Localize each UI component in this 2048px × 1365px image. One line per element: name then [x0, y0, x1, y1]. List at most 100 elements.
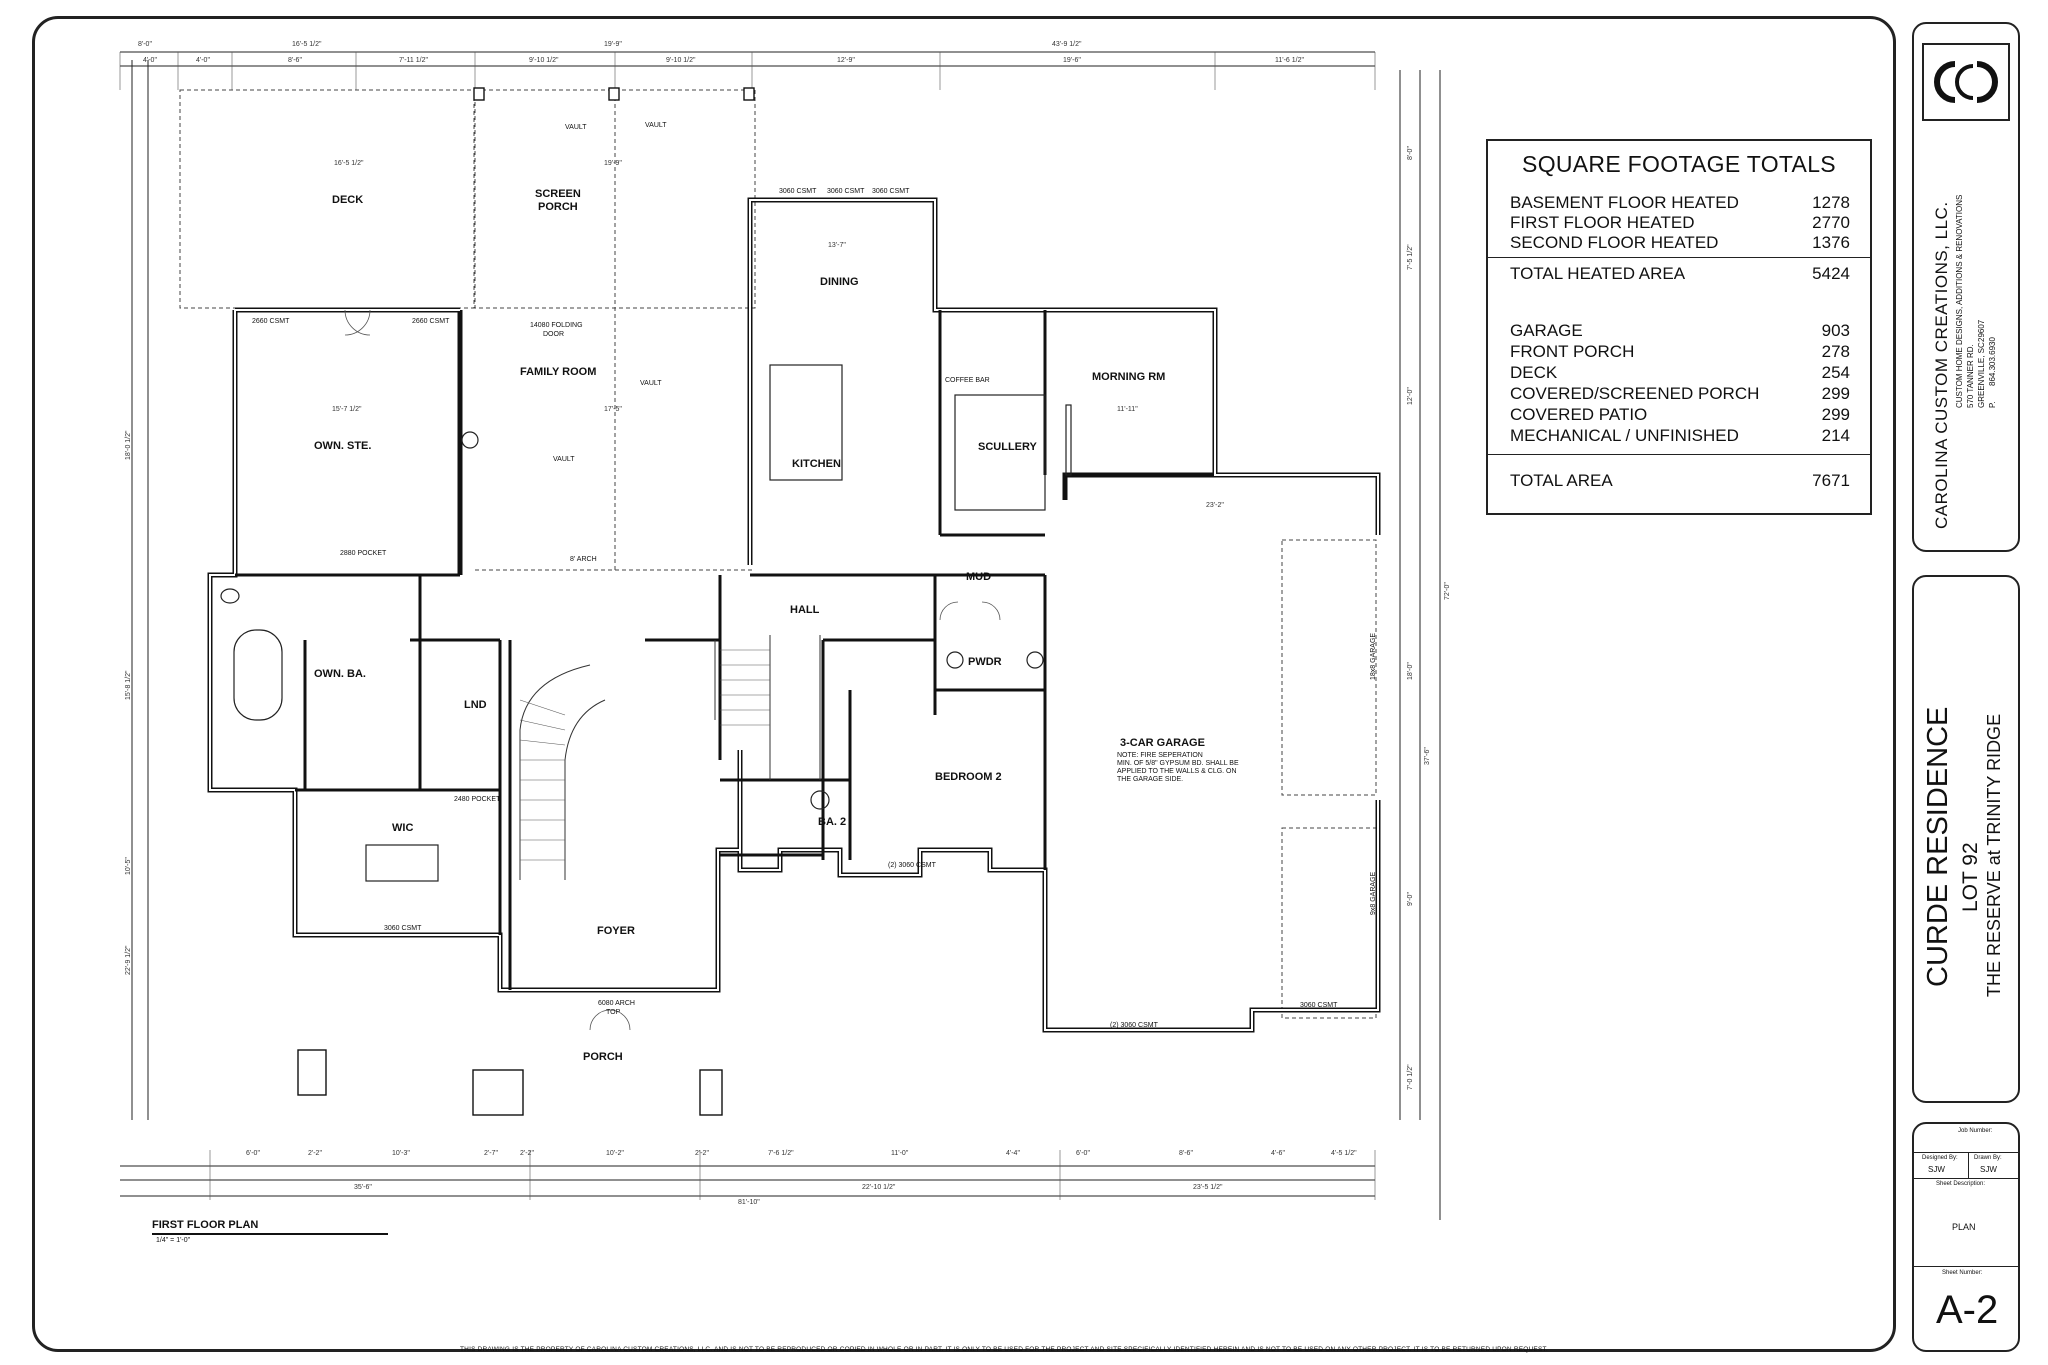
- divider: [1968, 1152, 1969, 1178]
- room-label-owner-suite: OWN. STE.: [314, 440, 372, 452]
- dimension-text: 10'-3": [392, 1150, 410, 1157]
- plan-scale: 1/4" = 1'-0": [156, 1237, 191, 1244]
- dimension-text: 4'-0": [143, 57, 157, 64]
- window-note: 2660 CSMT: [412, 318, 450, 325]
- dimension-text: 23'-5 1/2": [1193, 1184, 1223, 1191]
- arch-note: 8' ARCH: [570, 556, 597, 563]
- room-label-laundry: LND: [464, 699, 487, 711]
- designed-by-label: Designed By:: [1922, 1155, 1958, 1161]
- vault-note: VAULT: [565, 124, 587, 131]
- room-label-kitchen: KITCHEN: [792, 458, 841, 470]
- dimension-text: 9'-10 1/2": [529, 57, 559, 64]
- divider: [1914, 1178, 2018, 1179]
- dimension-text: 4'-6": [1271, 1150, 1285, 1157]
- sqft-label: SECOND FLOOR HEATED: [1510, 233, 1719, 252]
- sqft-label: FIRST FLOOR HEATED: [1510, 213, 1695, 232]
- sqft-value: 278: [1821, 342, 1850, 361]
- sqft-value: 5424: [1812, 264, 1850, 283]
- sqft-label: COVERED PATIO: [1510, 405, 1648, 424]
- garage-door-note: 9x8 GARAGE: [1370, 871, 1377, 915]
- dimension-text: 12'-9": [837, 57, 855, 64]
- sheet-info-block: Job Number: Designed By: SJW Drawn By: S…: [1912, 1122, 2020, 1352]
- company-address: 570 TANNER RD.: [1966, 344, 1975, 408]
- divider: [1488, 257, 1870, 258]
- dimension-text: 4'-5 1/2": [1331, 1150, 1357, 1157]
- sheet-number-label: Sheet Number:: [1942, 1270, 1983, 1276]
- sqft-row: GARAGE 903: [1510, 321, 1850, 341]
- room-label-porch: PORCH: [583, 1051, 623, 1063]
- vault-note: VAULT: [645, 122, 667, 129]
- dimension-text: 35'-6": [354, 1184, 372, 1191]
- sqft-value: 299: [1821, 405, 1850, 424]
- dimension-text: 8'-6": [288, 57, 302, 64]
- project-title-block: CURDE RESIDENCE LOT 92 THE RESERVE at TR…: [1912, 575, 2020, 1103]
- window-note: (2) 3060 CSMT: [888, 862, 936, 869]
- dimension-text: 22'-9 1/2": [125, 945, 132, 975]
- dimension-text: 7'-6 1/2": [768, 1150, 794, 1157]
- dimension-text: 37'-6": [1424, 747, 1431, 765]
- sqft-value: 903: [1821, 321, 1850, 340]
- sqft-total-heated: TOTAL HEATED AREA 5424: [1510, 264, 1850, 284]
- sqft-value: 254: [1821, 363, 1850, 382]
- garage-note-line2: MIN. OF 5/8" GYPSUM BD. SHALL BE: [1117, 760, 1239, 767]
- room-label-morning-room: MORNING RM: [1092, 371, 1166, 383]
- door-note: 2480 POCKET: [454, 796, 501, 803]
- dimension-text: 4'-4": [1006, 1150, 1020, 1157]
- square-footage-heading: SQUARE FOOTAGE TOTALS: [1522, 151, 1836, 177]
- foyer-door-note: 6080 ARCH: [598, 1000, 635, 1007]
- company-city: GREENVILLE, SC: [1977, 342, 1986, 408]
- divider: [1488, 454, 1870, 455]
- dimension-text: 11'-0": [891, 1150, 909, 1157]
- sqft-label: TOTAL AREA: [1510, 471, 1613, 490]
- drawn-by-value: SJW: [1980, 1165, 1997, 1174]
- sqft-label: GARAGE: [1510, 321, 1583, 340]
- dimension-text: 15'-7 1/2": [332, 406, 362, 413]
- room-label-foyer: FOYER: [597, 925, 635, 937]
- sqft-value: 214: [1821, 426, 1850, 445]
- dimension-text: 8'-6": [1179, 1150, 1193, 1157]
- dimension-text: 2'-2": [308, 1150, 322, 1157]
- sqft-label: TOTAL HEATED AREA: [1510, 264, 1686, 283]
- dimension-text: 6'-0": [1076, 1150, 1090, 1157]
- sqft-value: 1278: [1812, 193, 1850, 212]
- dimension-text: 6'-0": [246, 1150, 260, 1157]
- project-lot: LOT 92: [1959, 842, 1982, 912]
- dimension-text: 2'-2": [695, 1150, 709, 1157]
- window-note: 3060 CSMT: [827, 188, 865, 195]
- dimension-text: 22'-10 1/2": [862, 1184, 896, 1191]
- room-label-bath-2: BA. 2: [818, 816, 847, 828]
- company-title-block: CAROLINA CUSTOM CREATIONS, LLC. CUSTOM H…: [1912, 22, 2020, 552]
- dimension-text: 23'-2": [1206, 502, 1224, 509]
- garage-note-line3: APPLIED TO THE WALLS & CLG. ON: [1117, 768, 1237, 775]
- dimension-text: 19'-9": [604, 41, 622, 48]
- folding-door-note: 14080 FOLDING: [530, 322, 583, 329]
- dimension-text: 18'-0": [1407, 662, 1414, 680]
- sqft-total-area: TOTAL AREA 7671: [1510, 471, 1850, 491]
- divider: [1914, 1266, 2018, 1267]
- dimension-text: 16'-5 1/2": [334, 160, 364, 167]
- sheet-number: A-2: [1936, 1288, 1999, 1332]
- garage-door-note: 18x8 GARAGE: [1370, 632, 1377, 680]
- drawing-border: [32, 16, 1896, 1352]
- divider: [1914, 1152, 2018, 1153]
- dimension-text: 8'-0": [1407, 146, 1414, 160]
- sqft-value: 7671: [1812, 471, 1850, 490]
- dimension-text: 2'-2": [520, 1150, 534, 1157]
- room-label-deck: DECK: [332, 194, 364, 206]
- room-label-powder: PWDR: [968, 656, 1002, 668]
- plan-title-underline: [152, 1233, 388, 1235]
- company-zip: 29607: [1977, 319, 1986, 342]
- copyright-note: THIS DRAWING IS THE PROPERTY OF CAROLINA…: [460, 1346, 1548, 1353]
- project-subdivision: THE RESERVE at TRINITY RIDGE: [1984, 713, 2004, 997]
- garage-note: NOTE: FIRE SEPERATION: [1117, 752, 1203, 759]
- dimension-text: 19'-9": [604, 160, 622, 167]
- dimension-text: 43'-9 1/2": [1052, 41, 1082, 48]
- plan-title: FIRST FLOOR PLAN: [152, 1219, 259, 1231]
- room-label-hall: HALL: [790, 604, 820, 616]
- dimension-text: 7'-5 1/2": [1407, 244, 1414, 270]
